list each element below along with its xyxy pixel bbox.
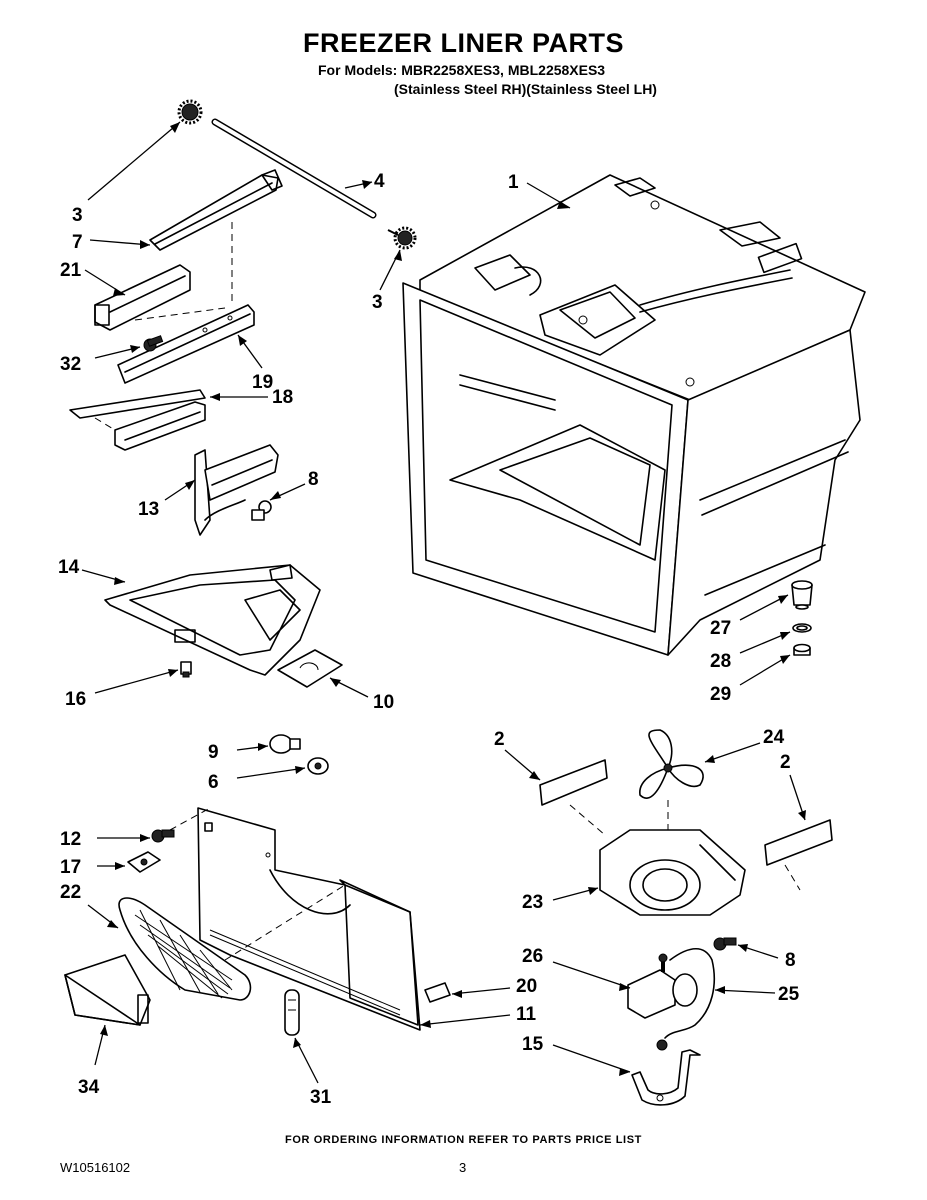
callout-13: 13 <box>138 499 159 520</box>
callout-9: 9 <box>208 742 219 763</box>
part-slide-rail-7 <box>149 169 283 251</box>
callout-2-right: 2 <box>780 752 791 773</box>
callout-4: 4 <box>374 171 385 192</box>
part-screw-12 <box>151 829 175 843</box>
callout-24: 24 <box>763 727 785 748</box>
callout-10: 10 <box>373 692 394 713</box>
callout-27: 27 <box>710 618 731 639</box>
part-ring-28 <box>792 623 812 633</box>
callout-7: 7 <box>72 232 83 253</box>
part-motor-26 <box>627 953 698 1019</box>
callout-19: 19 <box>252 372 273 393</box>
arrowheads <box>100 122 806 1076</box>
callout-15: 15 <box>522 1034 544 1055</box>
part-bushing-27 <box>791 580 813 610</box>
part-strip-20 <box>424 982 451 1003</box>
part-seal-10 <box>277 649 343 688</box>
document-number: W10516102 <box>60 1160 131 1175</box>
part-wire-25 <box>664 947 716 1039</box>
part-gear-top <box>177 99 203 125</box>
part-bracket-21 <box>94 264 191 331</box>
part-rail-19 <box>117 304 255 384</box>
callout-28: 28 <box>710 651 731 672</box>
callout-14: 14 <box>58 557 80 578</box>
part-pad-2-right <box>764 819 833 866</box>
callout-3-right: 3 <box>372 292 383 313</box>
part-cover-14 <box>104 564 321 676</box>
callout-31: 31 <box>310 1087 332 1108</box>
part-rail-18 <box>69 389 206 451</box>
part-rod <box>211 118 377 219</box>
page-number: 3 <box>459 1160 467 1175</box>
part-fan-blade-24 <box>639 729 704 799</box>
models-line: For Models: MBR2258XES3, MBL2258XES3 <box>318 62 606 78</box>
callout-25: 25 <box>778 984 800 1005</box>
callout-32: 32 <box>60 354 81 375</box>
part-socket-6 <box>307 757 329 775</box>
part-cap-29 <box>793 643 811 656</box>
callout-20: 20 <box>516 976 537 997</box>
part-bulb-9 <box>269 734 301 754</box>
callout-3-top: 3 <box>72 205 83 226</box>
page-title: FREEZER LINER PARTS <box>302 28 624 58</box>
callout-6: 6 <box>208 772 219 793</box>
callout-21: 21 <box>60 260 82 281</box>
callout-11: 11 <box>516 1004 537 1025</box>
callout-labels: 3 7 21 32 4 1 3 19 18 8 13 14 16 10 27 2… <box>58 171 800 1108</box>
callout-18: 18 <box>272 387 293 408</box>
callout-22: 22 <box>60 882 81 903</box>
callout-8-upper: 8 <box>308 469 319 490</box>
part-housing-34 <box>64 954 151 1026</box>
part-bracket-13 <box>194 444 279 536</box>
part-clip-31 <box>284 989 300 1036</box>
callout-34: 34 <box>78 1077 100 1098</box>
part-bracket-17 <box>127 851 161 873</box>
callout-29: 29 <box>710 684 731 705</box>
part-clip-16 <box>180 661 192 678</box>
part-freezer-liner <box>402 174 866 656</box>
callout-2-left: 2 <box>494 729 505 750</box>
variants-line: (Stainless Steel RH)(Stainless Steel LH) <box>394 81 657 97</box>
part-panel-11 <box>197 807 421 1031</box>
part-gear-right <box>387 226 417 250</box>
callout-23: 23 <box>522 892 543 913</box>
part-screw-8-lower <box>713 937 737 951</box>
callout-17: 17 <box>60 857 81 878</box>
part-fan-housing-23 <box>599 829 746 916</box>
part-pad-2-left <box>539 759 608 806</box>
callout-1: 1 <box>508 172 519 193</box>
part-grille-22 <box>118 897 252 1001</box>
callout-12: 12 <box>60 829 81 850</box>
callout-26: 26 <box>522 946 543 967</box>
part-screw-8-upper <box>251 500 272 521</box>
callout-16: 16 <box>65 689 86 710</box>
ordering-note: FOR ORDERING INFORMATION REFER TO PARTS … <box>285 1134 642 1146</box>
part-bracket-15 <box>631 1039 701 1106</box>
part-screw-32 <box>143 335 164 352</box>
callout-8-lower: 8 <box>785 950 796 971</box>
